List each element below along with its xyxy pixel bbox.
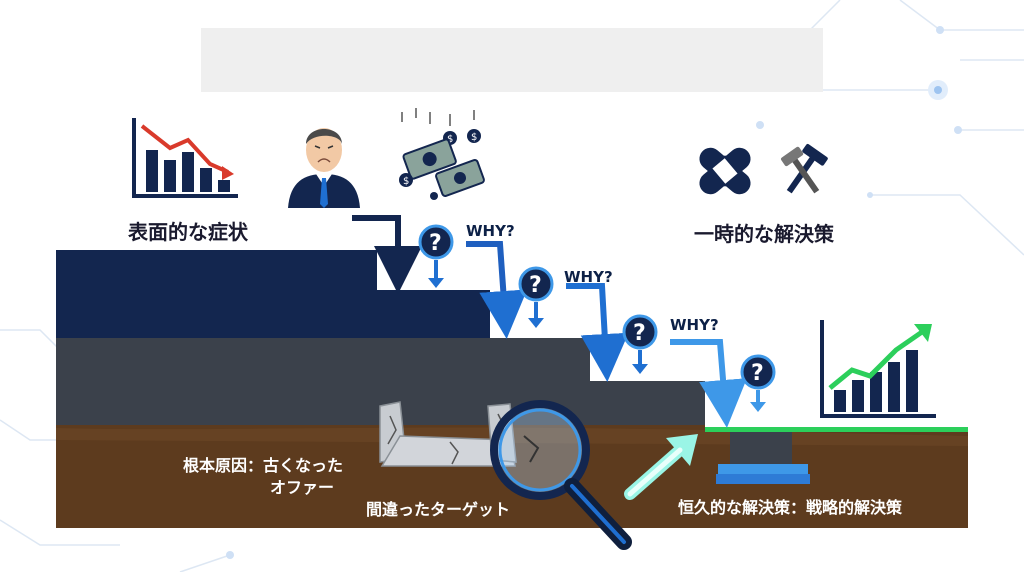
svg-text:?: ? — [751, 361, 764, 386]
foundation-pedestal — [716, 432, 810, 484]
magnifier-icon — [490, 400, 632, 550]
svg-text:$: $ — [447, 134, 453, 145]
bandage-icon — [699, 147, 751, 195]
question-icon: ? — [418, 224, 454, 288]
why-label-2: WHY? — [564, 268, 613, 286]
svg-text:$: $ — [403, 176, 409, 187]
question-icon: ? — [518, 266, 554, 328]
green-ground-line — [705, 427, 968, 432]
svg-text:$: $ — [471, 132, 477, 143]
navy-layer — [56, 250, 490, 338]
wrong-target-label: 間違ったターゲット — [366, 500, 511, 519]
worried-businessman-icon — [288, 128, 360, 208]
declining-chart-icon — [132, 118, 238, 198]
rising-chart-icon — [820, 320, 936, 418]
why-label-1: WHY? — [466, 222, 515, 240]
up-arrow-icon — [624, 434, 698, 500]
root-cause-label-line2: オファー — [270, 478, 335, 497]
permanent-fix-label: 恒久的な解決策：戦略的解決策 — [678, 498, 903, 517]
svg-text:?: ? — [529, 273, 542, 298]
cracked-foundation — [379, 401, 517, 467]
losing-money-icon: $ $ $ — [399, 108, 485, 200]
svg-text:?: ? — [429, 231, 442, 256]
question-icon: ? — [740, 354, 776, 412]
temporary-fix-label: 一時的な解決策 — [694, 222, 834, 246]
svg-text:?: ? — [633, 321, 646, 346]
root-cause-label: 根本原因：古くなった — [183, 456, 344, 475]
tools-icon — [781, 144, 828, 194]
question-icon: ? — [622, 314, 658, 374]
why-label-3: WHY? — [670, 316, 719, 334]
title-bar — [201, 28, 823, 92]
symptoms-label: 表面的な症状 — [128, 220, 248, 244]
